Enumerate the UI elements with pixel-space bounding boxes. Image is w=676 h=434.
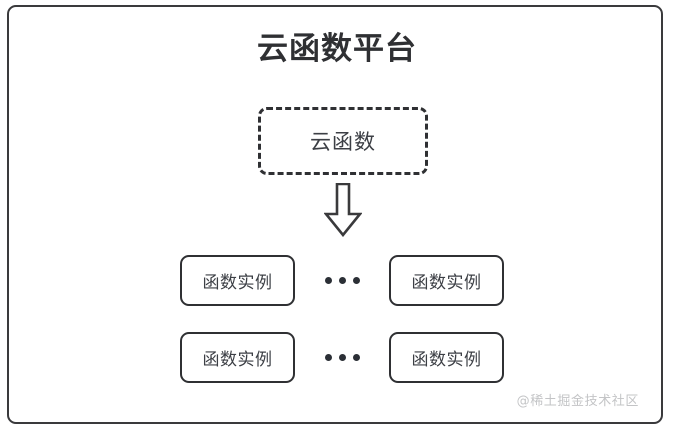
down-arrow-icon <box>323 182 363 238</box>
function-instance-box[interactable]: 函数实例 <box>180 332 295 383</box>
dot-icon <box>352 354 360 361</box>
function-instance-label: 函数实例 <box>202 350 273 370</box>
diagram-canvas: 云函数平台 云函数 函数实例 函数实例 函数实例 函数实例 <box>7 5 663 424</box>
function-instance-label: 函数实例 <box>411 350 482 370</box>
dot-icon <box>352 277 360 284</box>
ellipsis-separator-icon <box>324 255 360 306</box>
instance-row: 函数实例 函数实例 <box>180 332 504 383</box>
function-instance-label: 函数实例 <box>411 273 482 293</box>
dot-icon <box>338 354 346 361</box>
function-instance-box[interactable]: 函数实例 <box>180 255 295 306</box>
instance-row: 函数实例 函数实例 <box>180 255 504 306</box>
function-instance-box[interactable]: 函数实例 <box>389 255 504 306</box>
watermark: @稀土掘金技术社区 <box>516 394 639 409</box>
dot-icon <box>324 354 332 361</box>
ellipsis-separator-icon <box>324 332 360 383</box>
function-instance-label: 函数实例 <box>202 273 273 293</box>
dot-icon <box>338 277 346 284</box>
cloud-function-node[interactable]: 云函数 <box>258 107 428 175</box>
function-instance-box[interactable]: 函数实例 <box>389 332 504 383</box>
dot-icon <box>324 277 332 284</box>
cloud-function-label: 云函数 <box>310 130 376 154</box>
page-title: 云函数平台 <box>257 31 417 67</box>
